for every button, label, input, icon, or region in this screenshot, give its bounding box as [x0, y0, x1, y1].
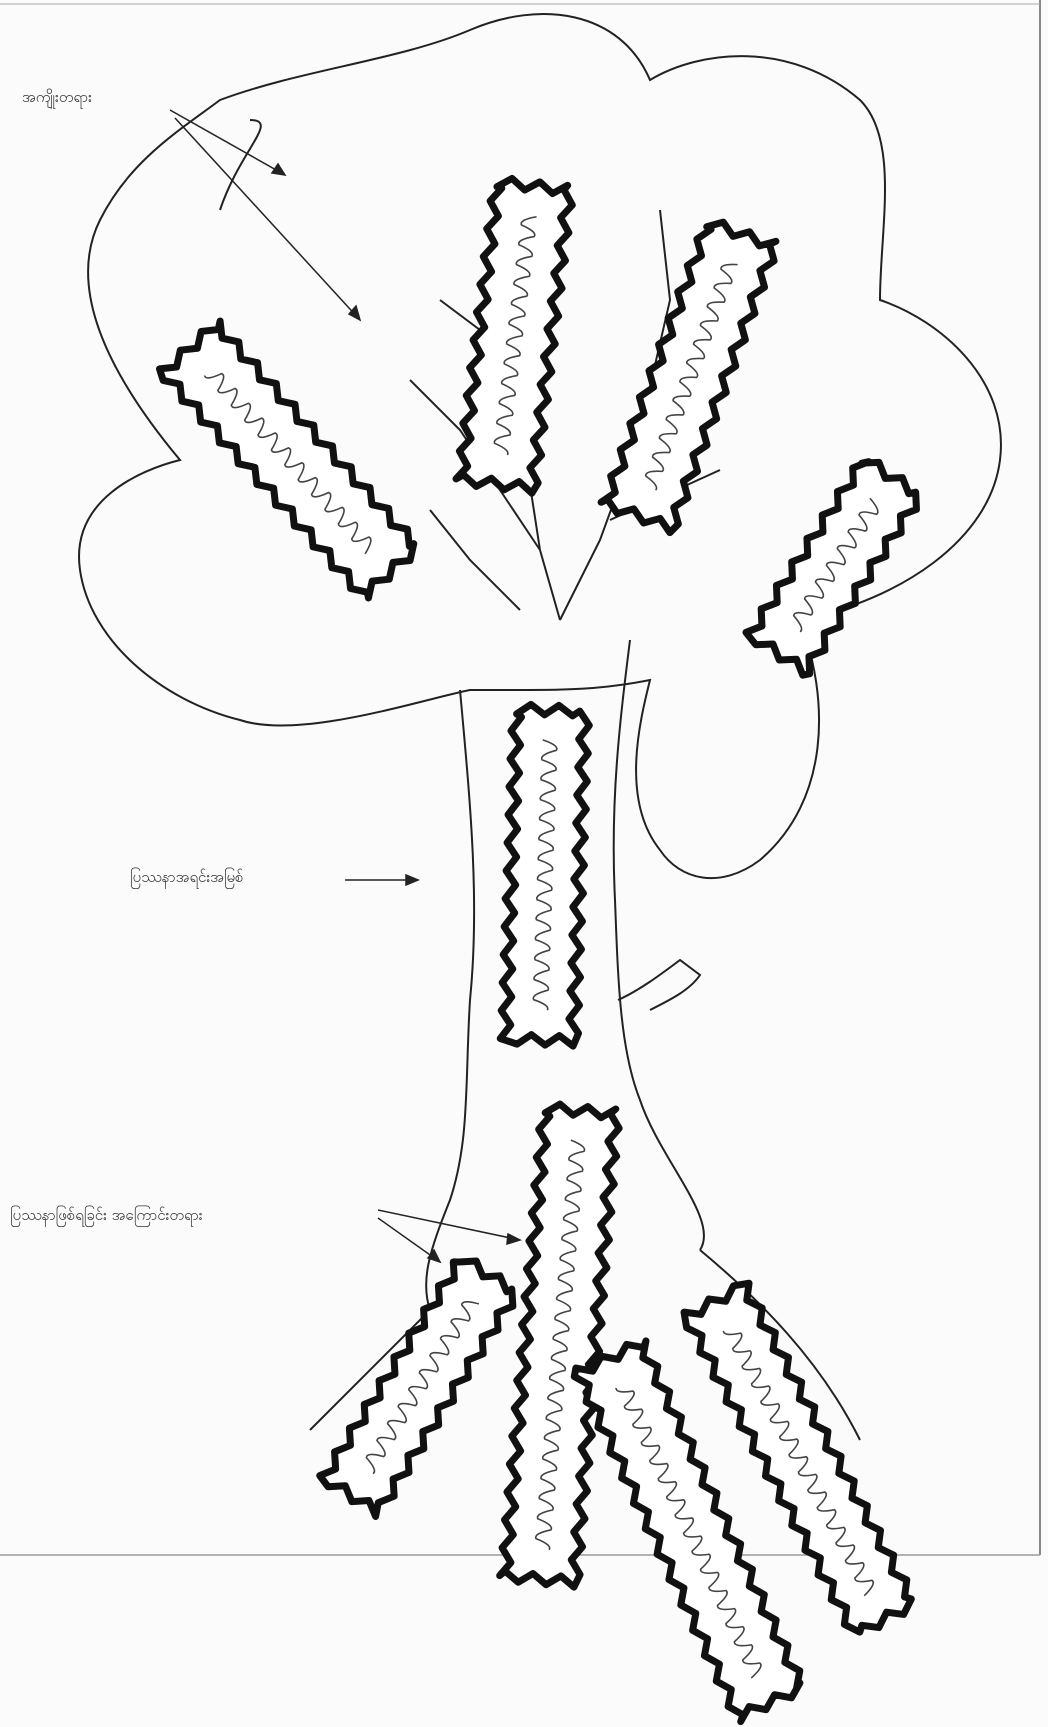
- core-problem-label: ပြဿနာအရင်းအမြစ်: [130, 868, 243, 890]
- canopy-swirl: [220, 120, 261, 210]
- effect-box-4-outline: [743, 452, 927, 678]
- effects-label: အကျိုးတရား: [22, 88, 92, 110]
- trunk-branch-stub: [618, 960, 700, 1010]
- cause-box-1-outline: [317, 1251, 523, 1519]
- effect-box-3: [599, 216, 780, 535]
- effect-box-1-outline: [156, 317, 424, 602]
- effect-box-2-outline: [455, 176, 574, 494]
- arrow-effects: [170, 110, 360, 320]
- effect-box-4: [743, 452, 927, 678]
- cause-box-1: [317, 1251, 523, 1519]
- cause-box-2-outline: [499, 1102, 621, 1587]
- core-problem-box: [500, 704, 590, 1047]
- arrow-core: [345, 875, 418, 885]
- causes-label: ပြဿနာဖြစ်ရခြင်း အကြောင်းတရား: [10, 1206, 203, 1228]
- effect-box-1: [156, 317, 424, 602]
- arrow-causes: [378, 1210, 520, 1262]
- wavy-box-group: [156, 176, 927, 1723]
- effect-box-3-outline: [599, 216, 780, 535]
- cause-box-2: [499, 1102, 621, 1587]
- effect-box-2: [455, 176, 574, 494]
